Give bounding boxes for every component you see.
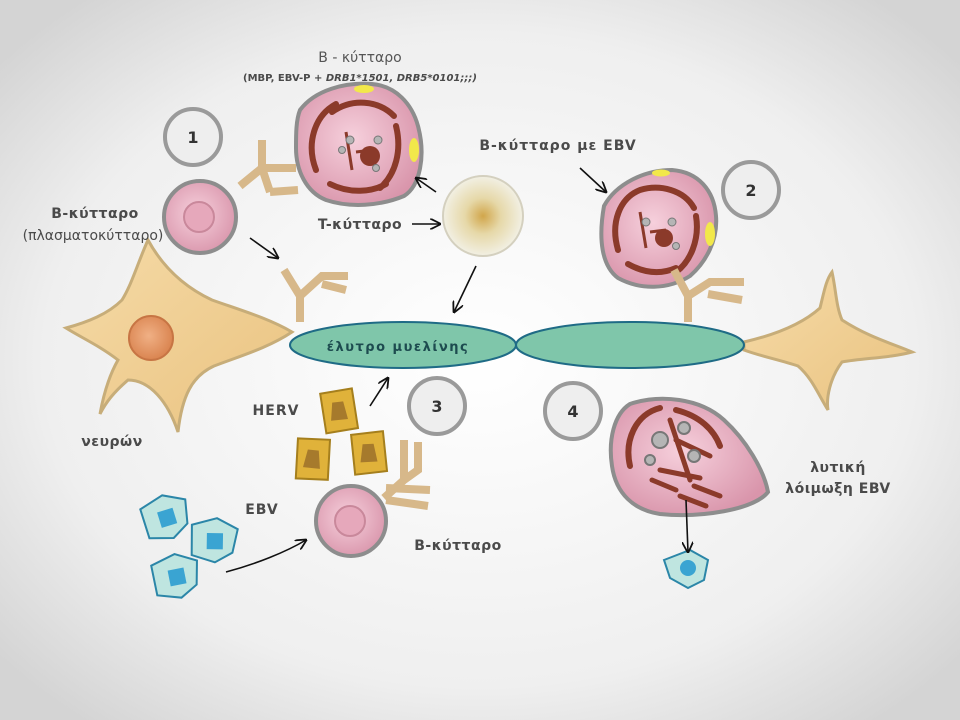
ebv-b-cell-vesicle (667, 217, 677, 227)
lytic-cell-vesicle (644, 454, 656, 466)
antibody-1 (237, 140, 299, 196)
ebv-b-cell-yellow-top (652, 169, 670, 177)
lytic-cell-vesicle (687, 449, 701, 463)
herv-particle (294, 437, 332, 481)
t-cell (442, 175, 524, 257)
ebv-particles (139, 494, 239, 599)
lytic-label-2: λόιμωξη EBV (785, 481, 891, 497)
top-b-cell-yellow-top (354, 85, 374, 93)
arrow-label-to-ebv-cell (579, 167, 606, 192)
top-bcell-subtitle-plain: (MBP, EBV-P + (243, 73, 326, 84)
arrow-tcell-to-bcell (416, 178, 437, 193)
arrows (225, 167, 688, 573)
ebv-b-cell (599, 167, 719, 289)
marker-4: 4 (543, 381, 603, 441)
lytic-label-1: λυτική (810, 460, 866, 476)
myelin-label: έλυτρο μυελίνης (327, 340, 470, 355)
neuron-cell (62, 236, 295, 433)
lytic-cell-fragments (649, 417, 723, 509)
top-bcell-subtitle-italic: DRB1*1501, DRB5*0101;;;) (326, 73, 477, 84)
herv-particle (349, 430, 389, 476)
marker-1-label: 1 (187, 128, 198, 147)
left-bcell-label-2: (πλασματοκύτταρο) (23, 228, 164, 244)
myelin-segment-right (515, 321, 745, 369)
bottom-bcell-label: B-κύτταρο (414, 538, 502, 554)
bottom-b-cell-nucleus (334, 505, 366, 537)
marker-1: 1 (163, 107, 223, 167)
lytic-cell-vesicle (651, 431, 669, 449)
ebv-particle (139, 494, 189, 540)
antibody-1-shape (237, 140, 299, 196)
bottom-b-cell (314, 484, 388, 558)
marker-2: 2 (721, 160, 781, 220)
antibody-3 (381, 440, 431, 510)
antibody-free-shape (280, 267, 348, 322)
lytic-cell-er (625, 405, 723, 469)
top-b-cell-vesicle (373, 135, 383, 145)
neuron-label: νευρών (81, 434, 143, 450)
top-b-cell-nucleolus (360, 146, 380, 166)
arrow-lytic-release (686, 499, 688, 552)
ebv-label: EBV (245, 502, 279, 518)
top-b-cell-vesicle (345, 135, 355, 145)
left-b-cell-nucleus (183, 201, 215, 233)
antibody-2-shape (670, 268, 744, 322)
top-b-cell (293, 81, 424, 207)
marker-3-label: 3 (431, 397, 442, 416)
herv-particles (294, 387, 389, 481)
top-b-cell-er (308, 99, 402, 194)
marker-3: 3 (407, 376, 467, 436)
antibody-3-shape (381, 440, 431, 510)
ebv-particle (190, 517, 239, 564)
neuron-body (62, 236, 295, 433)
arrow-tcell-to-myelin (454, 265, 477, 312)
myelin-sheath: έλυτρο μυελίνης (289, 321, 745, 369)
ebv-b-cell-yellow-side (705, 222, 715, 246)
ebv-b-cell-er (612, 184, 700, 276)
ebv-b-cell-vesicle (672, 242, 680, 250)
ebv-particle (150, 552, 198, 599)
top-bcell-title: B - κύτταρο (318, 50, 401, 66)
left-b-cell (162, 179, 238, 255)
lytic-cell-vesicle (677, 421, 691, 435)
top-bcell-subtitle: (MBP, EBV-P + DRB1*1501, DRB5*0101;;;) (243, 73, 477, 84)
t-cell-body (442, 175, 524, 257)
herv-particle (319, 387, 360, 435)
tcell-label: T-κύτταρο (318, 217, 402, 233)
neuron-fragment-right (742, 268, 917, 411)
neuron-nucleus (128, 315, 174, 361)
herv-label: HERV (253, 403, 300, 419)
ebv-b-cell-vesicle (641, 217, 651, 227)
arrow-ebv-to-bcell (225, 540, 306, 573)
arrow-herv-to-myelin (369, 378, 388, 407)
antibody-free (280, 267, 348, 322)
top-b-cell-yellow-side (409, 138, 419, 162)
left-bcell-label-1: B-κύτταρο (51, 206, 139, 222)
neuron-fragment-body (742, 268, 917, 411)
marker-2-label: 2 (745, 181, 756, 200)
marker-4-label: 4 (567, 402, 578, 421)
top-b-cell-vesicle (338, 146, 346, 154)
ebv-b-cell-nucleolus (655, 229, 673, 247)
antibody-2 (670, 268, 744, 322)
ebv-bcell-label: B-κύτταρο με EBV (479, 138, 636, 154)
arrow-bcell-to-antibody (249, 237, 278, 258)
top-b-cell-vesicle (372, 164, 380, 172)
lytic-cell (608, 396, 771, 518)
